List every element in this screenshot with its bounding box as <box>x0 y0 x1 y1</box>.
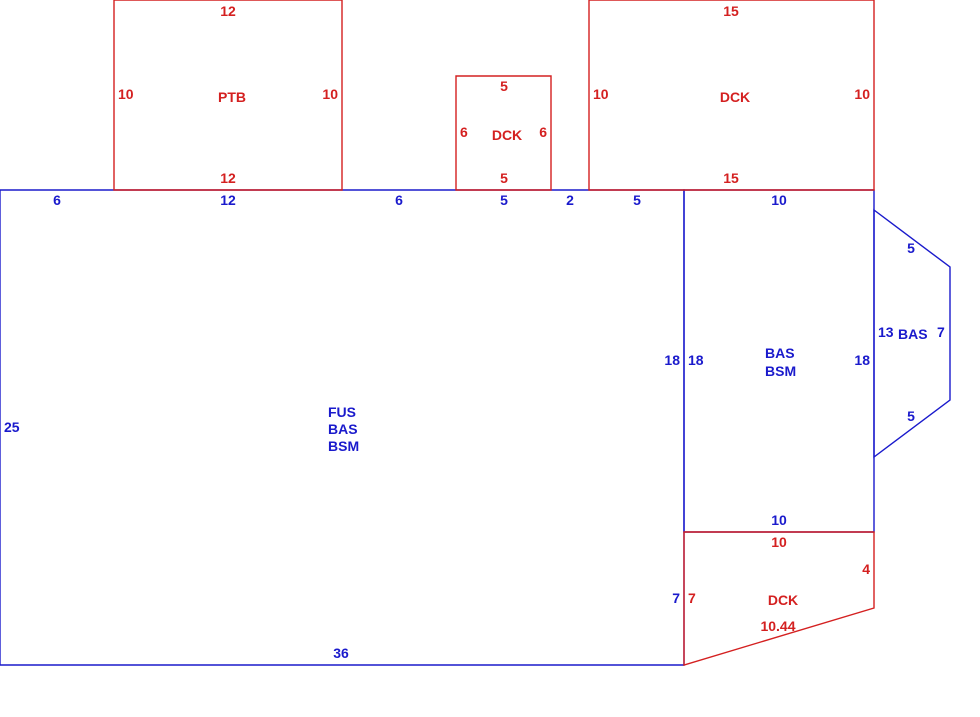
bas-bsm-left-dim: 18 <box>688 352 704 368</box>
dck-small-code: DCK <box>492 127 522 143</box>
fus-code-3: BSM <box>328 438 359 454</box>
dck-small-bottom-dim: 5 <box>500 170 508 186</box>
fus-top-segment-3: 6 <box>395 192 403 208</box>
dck-large-left-dim: 10 <box>593 86 609 102</box>
fus-top-segment-2: 12 <box>220 192 236 208</box>
dck-small-top-dim: 5 <box>500 78 508 94</box>
bas-bump-left-dim: 13 <box>878 324 894 340</box>
dck-large-top-dim: 15 <box>723 3 739 19</box>
ptb-left-dim: 10 <box>118 86 134 102</box>
bas-bump-area <box>873 208 951 459</box>
dck-bottom-left-outer-dim: 7 <box>672 590 680 606</box>
bas-bsm-bottom-dim: 10 <box>771 512 787 528</box>
dck-bottom-right-dim: 4 <box>862 561 870 577</box>
ptb-area <box>113 0 343 191</box>
dck-small-right-dim: 6 <box>539 124 547 140</box>
fus-right-dim: 18 <box>664 352 680 368</box>
fus-bottom-dim: 36 <box>333 645 349 661</box>
fus-code-1: FUS <box>328 404 356 420</box>
dck-bottom-code: DCK <box>768 592 798 608</box>
ptb-right-dim: 10 <box>322 86 338 102</box>
bas-bsm-code-2: BSM <box>765 363 796 379</box>
fus-top-segment-6: 5 <box>633 192 641 208</box>
fus-top-segment-1: 6 <box>53 192 61 208</box>
dck-large-right-dim: 10 <box>854 86 870 102</box>
bas-bsm-top-dim: 10 <box>771 192 787 208</box>
dck-small-area <box>455 75 552 191</box>
dck-small-left-dim: 6 <box>460 124 468 140</box>
dck-bottom-top-dim: 10 <box>771 534 787 550</box>
bas-bsm-code-1: BAS <box>765 345 795 361</box>
bas-bump-code: BAS <box>898 326 928 342</box>
dck-large-area <box>588 0 875 191</box>
dck-large-bottom-dim: 15 <box>723 170 739 186</box>
ptb-top-dim: 12 <box>220 3 236 19</box>
bas-bump-bottom-dim: 5 <box>907 408 915 424</box>
dck-bottom-diag-dim: 10.44 <box>760 618 795 634</box>
fus-top-segment-5: 2 <box>566 192 574 208</box>
dck-large-code: DCK <box>720 89 750 105</box>
fus-top-segment-4: 5 <box>500 192 508 208</box>
bas-bsm-right-dim: 18 <box>854 352 870 368</box>
fus-left-dim: 25 <box>4 419 20 435</box>
dck-bottom-area <box>683 531 875 666</box>
ptb-code: PTB <box>218 89 246 105</box>
fus-code-2: BAS <box>328 421 358 437</box>
ptb-bottom-dim: 12 <box>220 170 236 186</box>
dck-bottom-left-dim: 7 <box>688 590 696 606</box>
bas-bump-top-dim: 5 <box>907 240 915 256</box>
bas-bump-right-dim: 7 <box>937 324 945 340</box>
bas-bsm-area <box>683 189 875 533</box>
